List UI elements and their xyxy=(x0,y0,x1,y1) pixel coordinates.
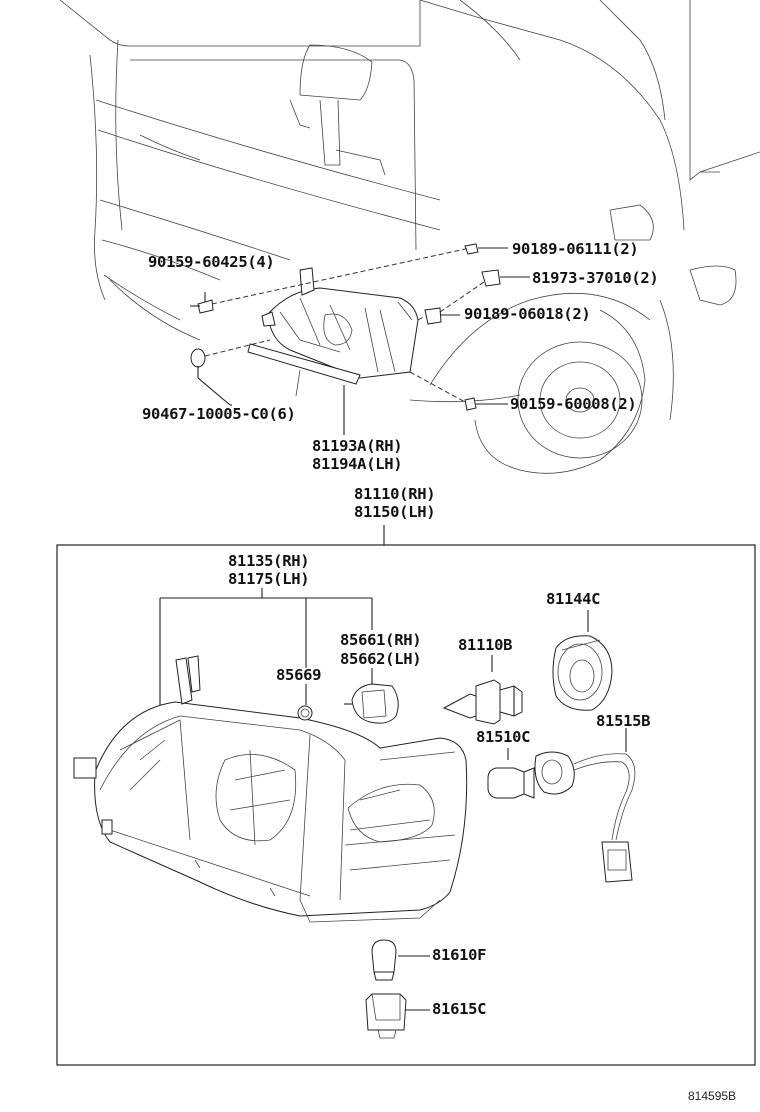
bulb-81510C xyxy=(487,751,575,799)
label-90189-06018: 90189-06018(2) xyxy=(464,305,591,323)
label-81615C: 81615C xyxy=(432,1000,487,1018)
label-81193A: 81193A(RH) xyxy=(312,437,403,455)
label-81510C: 81510C xyxy=(476,728,531,746)
socket-85661 xyxy=(344,683,399,724)
label-90159-60425: 90159-60425(4) xyxy=(148,253,275,271)
label-81135: 81135(RH) xyxy=(228,552,310,570)
socket-81615C xyxy=(365,993,407,1039)
headlamp-large-drawing xyxy=(73,655,468,923)
top-fasteners xyxy=(190,243,501,411)
label-81110B: 81110B xyxy=(458,636,513,654)
label-81973-37010: 81973-37010(2) xyxy=(532,269,659,287)
cord-81515B xyxy=(573,753,636,883)
headlamp-small-drawing xyxy=(247,267,419,397)
ring-85669 xyxy=(297,705,313,721)
label-85662: 85662(LH) xyxy=(340,650,422,668)
label-90189-06111: 90189-06111(2) xyxy=(512,240,639,258)
label-85661: 85661(RH) xyxy=(340,631,422,649)
label-81150: 81150(LH) xyxy=(354,503,436,521)
bulb-81110B xyxy=(442,679,523,725)
label-81194A: 81194A(LH) xyxy=(312,455,403,473)
label-81515B: 81515B xyxy=(596,712,651,730)
label-85669: 85669 xyxy=(276,666,322,684)
label-81610F: 81610F xyxy=(432,946,487,964)
label-81110: 81110(RH) xyxy=(354,485,436,503)
diagram-code: 814595B xyxy=(688,1089,737,1103)
assembly-box xyxy=(56,544,756,1066)
cap-81144C xyxy=(552,635,613,711)
label-81144C: 81144C xyxy=(546,590,601,608)
label-90159-60008: 90159-60008(2) xyxy=(510,395,637,413)
bulb-81610F xyxy=(371,939,397,981)
label-90467-10005-C0: 90467-10005-C0(6) xyxy=(142,405,296,423)
leader-lines xyxy=(159,247,627,1011)
vehicle-outline xyxy=(59,0,760,474)
label-81175: 81175(LH) xyxy=(228,570,310,588)
dashed-leaders xyxy=(204,247,485,403)
